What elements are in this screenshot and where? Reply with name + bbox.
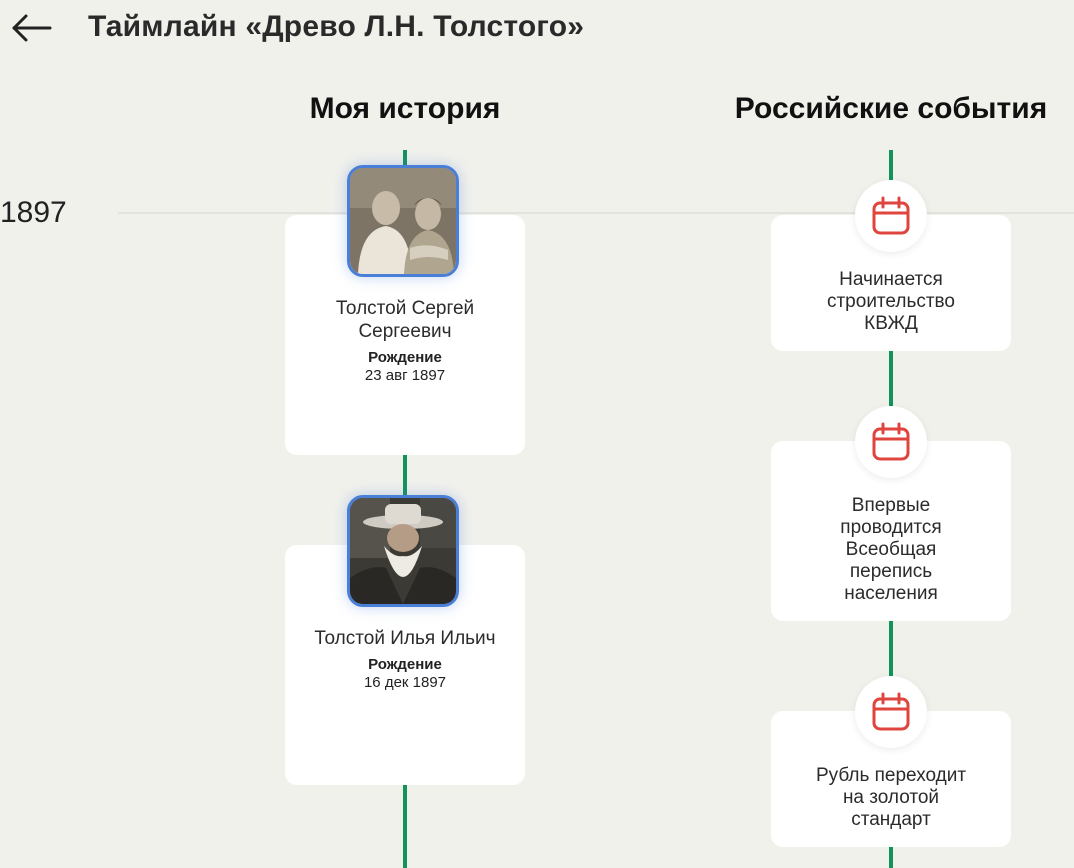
person-card[interactable]: Толстой Сергей Сергеевич Рождение 23 авг…: [285, 215, 525, 455]
event-card[interactable]: Начинается строительство КВЖД: [771, 215, 1011, 351]
year-divider: [118, 212, 1074, 214]
person-event-type: Рождение: [368, 656, 442, 673]
event-text: Начинается строительство КВЖД: [826, 269, 955, 334]
person-name: Толстой Илья Ильич: [314, 628, 496, 649]
event-icon-badge: [855, 406, 927, 478]
person-event-date: 16 дек 1897: [363, 674, 447, 691]
page-title: Таймлайн «Древо Л.Н. Толстого»: [88, 10, 585, 43]
column-header-my-history: Моя история: [309, 92, 501, 125]
person-name: Толстой Сергей Сергеевич: [335, 298, 475, 342]
column-header-russian-events: Российские события: [734, 92, 1048, 125]
event-icon-badge: [855, 180, 927, 252]
event-icon-badge: [855, 676, 927, 748]
man-with-hat-and-beard-image: [350, 498, 456, 604]
person-photo-couple[interactable]: [347, 165, 459, 277]
event-text: Впервые проводится Всеобщая перепись нас…: [840, 495, 942, 604]
calendar-icon: [872, 196, 910, 235]
event-text: Рубль переходит на золотой стандарт: [815, 765, 967, 830]
couple-portrait-image: [350, 168, 456, 274]
person-event-date: 23 авг 1897: [364, 367, 446, 384]
back-button[interactable]: [8, 8, 56, 48]
person-photo-bearded-man[interactable]: [347, 495, 459, 607]
arrow-left-icon: [12, 14, 52, 42]
person-event-type: Рождение: [368, 349, 442, 366]
year-label: 1897: [0, 196, 67, 229]
calendar-icon: [872, 692, 910, 731]
calendar-icon: [872, 422, 910, 461]
